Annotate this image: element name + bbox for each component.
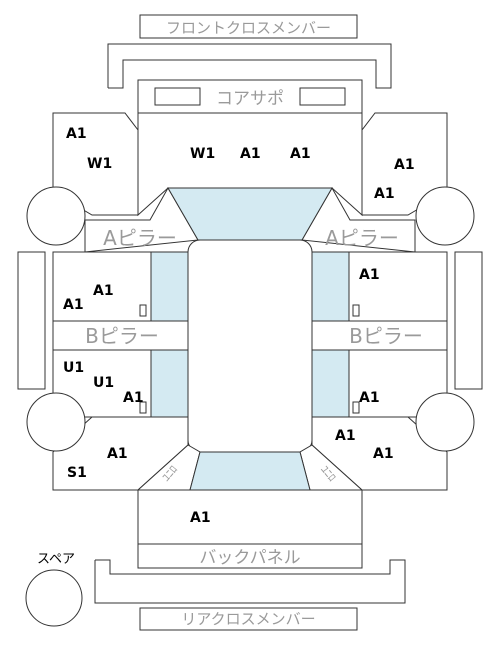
core-support-slot-left	[154, 87, 201, 106]
rear-left-wheel[interactable]	[26, 392, 86, 452]
code-hood-1: W1	[190, 146, 215, 162]
spare-label: スペア	[37, 552, 75, 567]
b-pillar-left[interactable]	[52, 320, 189, 351]
code-left-rear-door-3: A1	[123, 390, 144, 406]
hood-panel[interactable]	[137, 79, 363, 217]
a-pillar-left-label: Aピラー	[103, 226, 177, 250]
rear-cross-member-label: リアクロスメンバー	[181, 610, 315, 628]
left-rear-door-handle	[139, 401, 147, 414]
code-rear-left-2: S1	[67, 465, 87, 481]
left-rear-glass[interactable]	[150, 349, 189, 418]
rear-window[interactable]	[189, 451, 311, 491]
rear-bumper-bracket	[94, 559, 406, 604]
front-right-wheel[interactable]	[415, 186, 475, 246]
code-front-right-bottom: A1	[374, 186, 395, 202]
back-panel-label: バックパネル	[199, 548, 300, 568]
right-rocker-panel[interactable]	[454, 251, 483, 390]
code-right-front-door: A1	[359, 267, 380, 283]
spare-tire[interactable]	[25, 569, 83, 627]
code-right-rear-door: A1	[359, 390, 380, 406]
code-hood-2: A1	[240, 146, 261, 162]
code-left-rear-door-2: U1	[93, 375, 114, 391]
code-rear-left-1: A1	[107, 446, 128, 462]
a-pillar-right-label: Aピラー	[325, 226, 399, 250]
code-left-front-door-2: A1	[63, 297, 84, 313]
right-front-glass[interactable]	[311, 251, 350, 322]
right-rear-glass[interactable]	[311, 349, 350, 418]
roof[interactable]	[187, 239, 313, 453]
left-front-glass[interactable]	[150, 251, 189, 322]
rear-right-wheel[interactable]	[415, 392, 475, 452]
front-right-fender[interactable]	[361, 112, 448, 216]
front-cross-member-box	[139, 14, 358, 39]
right-rear-door-handle	[352, 401, 360, 414]
left-rocker-panel[interactable]	[17, 251, 46, 390]
rear-cross-member-box	[139, 607, 358, 631]
code-front-left-bottom: W1	[87, 156, 112, 172]
front-bumper-bracket	[107, 43, 392, 89]
core-support-label: コアサポ	[216, 89, 284, 109]
right-front-door-handle	[352, 304, 360, 317]
core-support-slot-right	[299, 87, 346, 106]
code-left-front-door-1: A1	[93, 283, 114, 299]
b-pillar-right[interactable]	[311, 320, 448, 351]
b-pillar-right-label: Bピラー	[349, 324, 423, 348]
trunk-lid[interactable]	[137, 489, 363, 545]
left-front-door-handle	[139, 304, 147, 317]
code-rear-right-2: A1	[373, 446, 394, 462]
code-rear-right-1: A1	[335, 428, 356, 444]
code-hood-3: A1	[290, 146, 311, 162]
b-pillar-left-label: Bピラー	[85, 324, 159, 348]
front-cross-member-label: フロントクロスメンバー	[166, 19, 331, 37]
right-front-door[interactable]	[348, 251, 448, 322]
back-panel[interactable]	[137, 543, 363, 569]
code-front-left-top: A1	[66, 126, 87, 142]
a-pillar-right[interactable]	[301, 186, 416, 253]
code-front-right-top: A1	[394, 157, 415, 173]
front-left-wheel[interactable]	[26, 186, 86, 246]
code-trunk: A1	[190, 510, 211, 526]
code-left-rear-door-1: U1	[63, 360, 84, 376]
